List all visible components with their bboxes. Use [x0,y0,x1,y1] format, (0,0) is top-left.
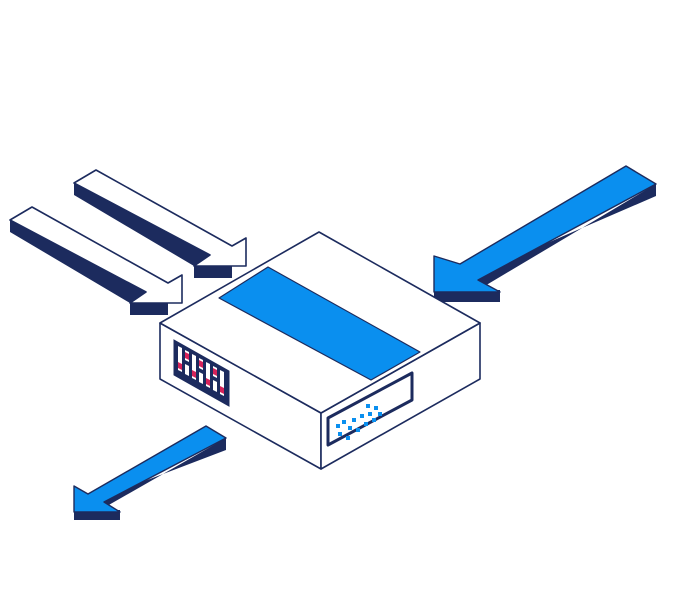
inbound-arrow-icon-right [433,165,657,302]
inbound-arrow-icon-upper-left-back [73,169,247,278]
inbound-arrow-icon-upper-left-front [9,206,183,315]
network-appliance-icon [159,231,481,470]
display-panel-right [326,371,414,447]
port-panel-left [173,339,230,407]
outbound-arrow-icon [73,425,227,520]
